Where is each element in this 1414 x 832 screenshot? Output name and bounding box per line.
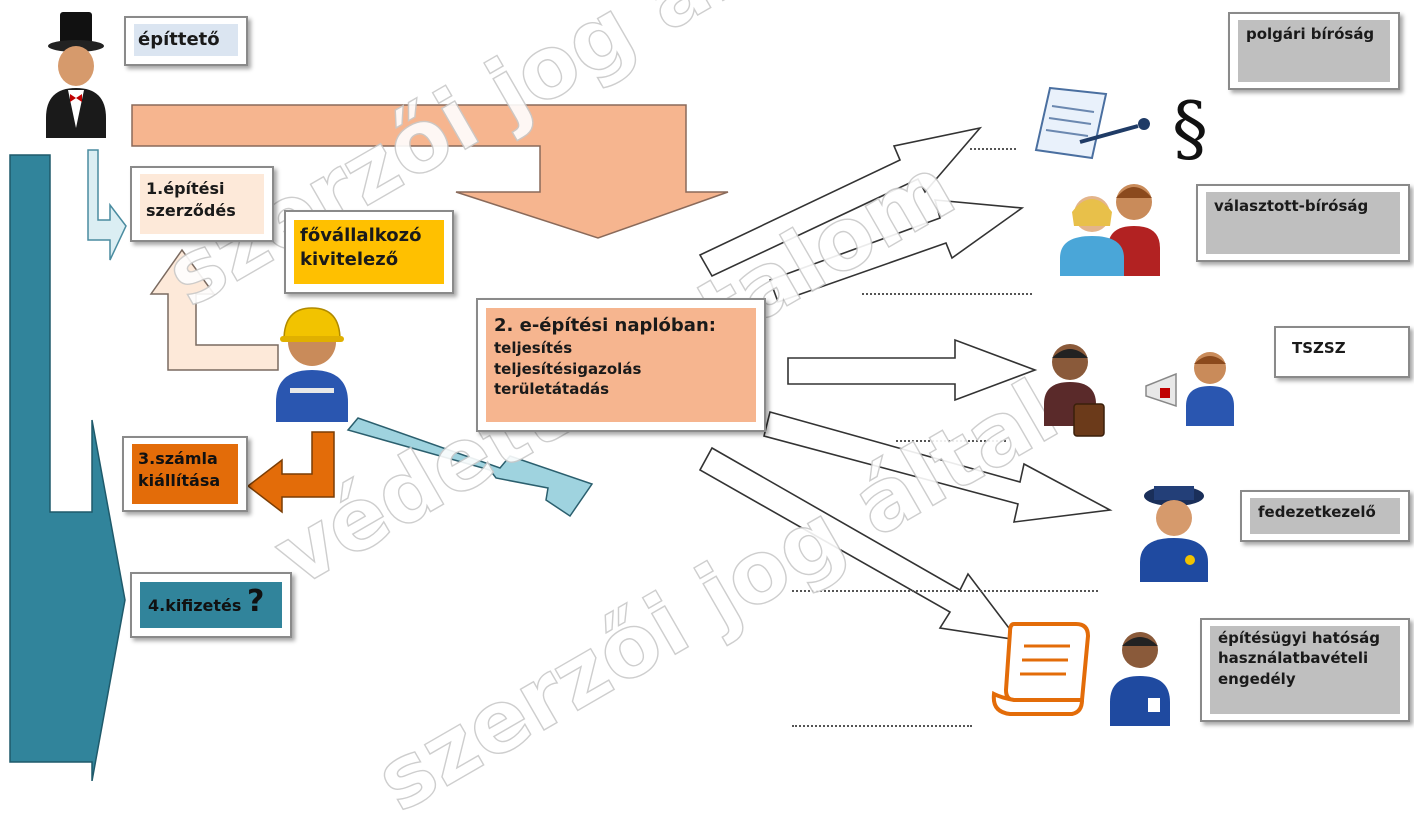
civil-court-text: polgári bíróság	[1238, 20, 1390, 82]
building-authority-box: építésügyi hatóság használatbavételi eng…	[1200, 618, 1410, 722]
permit-scroll-icon	[991, 622, 1091, 716]
escrow-agent-box: fedezetkezelő	[1240, 490, 1410, 542]
building-authority-line-2: használatbavételi	[1218, 649, 1369, 668]
payment-step-text: 4.kifizetés	[148, 596, 242, 615]
document-icon	[1034, 86, 1150, 160]
escrow-agent-text: fedezetkezelő	[1250, 498, 1400, 534]
investor-label-text: építtető	[134, 24, 238, 56]
building-authority-panel: építésügyi hatóság használatbavételi eng…	[1210, 626, 1400, 714]
megaphone-person-icon	[1145, 352, 1234, 426]
building-authority-line-1: építésügyi hatóság	[1218, 629, 1380, 647]
payment-flow-arrow	[9, 154, 126, 781]
tszsz-text: TSZSZ	[1284, 334, 1400, 370]
invoice-step-text: 3.számla kiállítása	[132, 444, 238, 504]
security-guard-icon	[1140, 486, 1208, 582]
arrow-to-fedezet	[763, 411, 1113, 523]
investor-label: építtető	[124, 16, 248, 66]
main-contractor-label: fővállalkozó kivitelező	[284, 210, 454, 294]
logbook-item-teruletatadas: területátadás	[494, 379, 610, 398]
contractor-icon	[276, 307, 348, 422]
invoice-step-box: 3.számla kiállítása	[122, 436, 248, 512]
contract-arrow	[87, 149, 127, 261]
dotted-line-fedezet	[792, 590, 1098, 592]
building-authority-line-3: engedély	[1218, 669, 1296, 688]
tszsz-box: TSZSZ	[1274, 326, 1410, 378]
civil-court-box: polgári bíróság	[1228, 12, 1400, 90]
diagram: szerzői jog által védett tartalom szerző…	[9, 0, 1410, 832]
payment-step-panel: 4.kifizetés ?	[140, 582, 282, 628]
payment-step-box: 4.kifizetés ?	[130, 572, 292, 638]
dotted-line-polgari	[970, 148, 1016, 150]
arrow-to-valasztott	[768, 199, 1025, 304]
arbitration-court-text: választott-bíróság	[1206, 192, 1400, 254]
logbook-item-teljesitesigazolas: teljesítésigazolás	[494, 359, 642, 378]
contract-step-box: 1.építési szerződés	[130, 166, 274, 242]
contractor-contract-arrow	[149, 248, 279, 371]
dotted-line-tszsz	[896, 440, 1006, 442]
investor-icon	[46, 12, 106, 138]
contractor-logbook-arrow	[346, 417, 594, 518]
arrow-to-tszsz	[787, 338, 1038, 402]
main-contractor-text: fővállalkozó kivitelező	[294, 220, 444, 284]
arrows-layer	[9, 104, 1113, 781]
arrow-to-polgari	[698, 126, 983, 278]
arbitration-court-box: választott-bíróság	[1196, 184, 1410, 262]
logbook-step-box: 2. e-építési naplóban: teljesítés teljes…	[476, 298, 766, 432]
businessman-icon	[1044, 344, 1105, 437]
invoice-arrow	[246, 431, 335, 514]
dotted-line-valasztott	[862, 293, 1032, 295]
arbitrators-icon	[1060, 184, 1160, 276]
logbook-item-teljesites: teljesítés	[494, 339, 573, 358]
paragraph-symbol: §	[1172, 86, 1208, 170]
question-mark: ?	[246, 584, 265, 619]
contract-step-text: 1.építési szerződés	[140, 174, 264, 234]
official-icon	[1110, 632, 1170, 726]
logbook-step-title: 2. e-építési naplóban:	[494, 315, 716, 336]
dotted-line-hatosag	[792, 725, 972, 727]
arrow-to-hatosag	[698, 446, 1020, 642]
investor-logbook-arrow	[131, 104, 729, 239]
logbook-step-panel: 2. e-építési naplóban: teljesítés teljes…	[486, 308, 756, 422]
